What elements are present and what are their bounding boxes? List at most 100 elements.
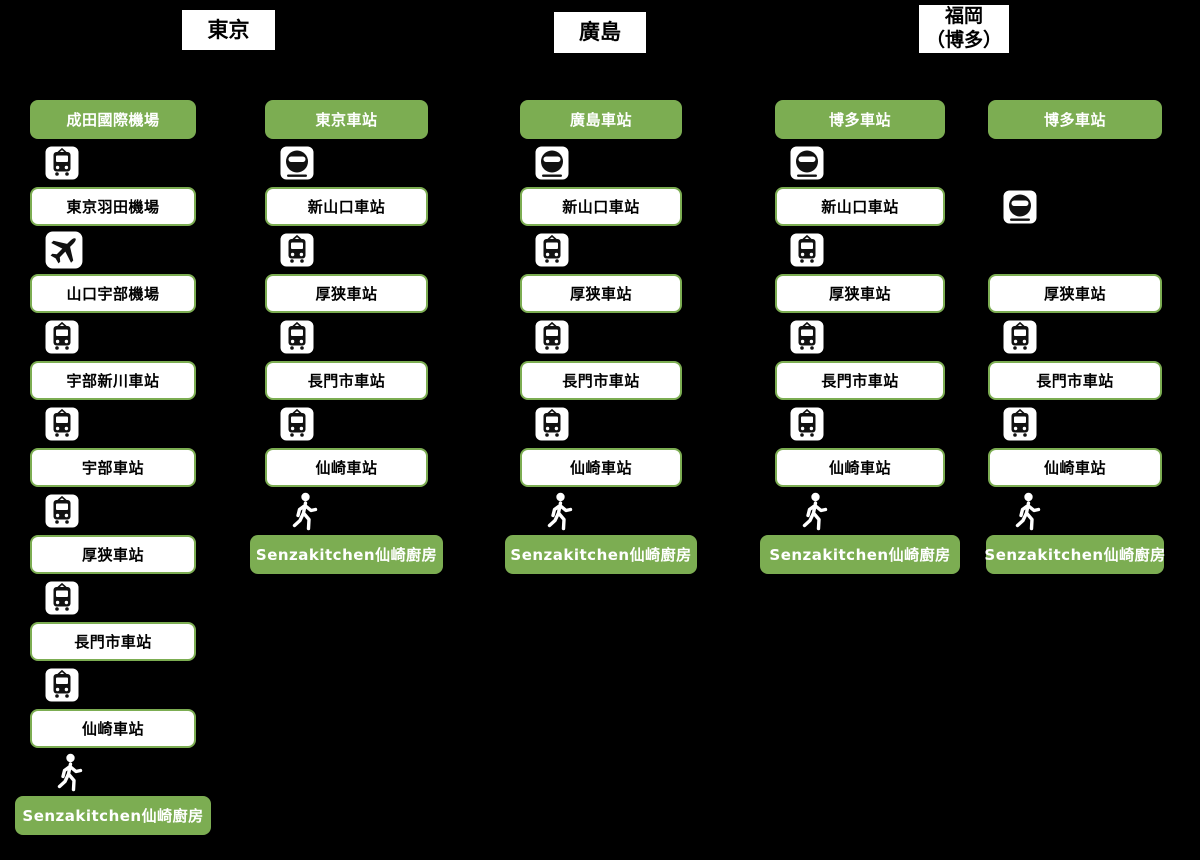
- connector-segment: [775, 400, 945, 448]
- connector-segment: [30, 748, 196, 796]
- connector-segment: [30, 226, 196, 274]
- destination-box: Senzakitchen仙崎廚房: [250, 535, 443, 574]
- connector-segment: [775, 226, 945, 274]
- train-icon: [280, 407, 314, 441]
- connector-segment: [265, 400, 428, 448]
- connector-segment: [30, 487, 196, 535]
- connector-segment: [775, 313, 945, 361]
- connector-segment: [30, 400, 196, 448]
- train-icon: [45, 320, 79, 354]
- station-box-label: 長門市車站: [1036, 372, 1114, 390]
- walk-icon: [288, 491, 320, 531]
- walk-icon: [53, 752, 85, 792]
- connector-segment: [520, 139, 682, 187]
- shinkansen-icon: [535, 146, 569, 180]
- route-column-hakata-via-shin-yamaguchi: 博多車站新山口車站厚狭車站長門市車站仙崎車站 Senzakitchen仙崎廚房: [760, 100, 960, 574]
- route-column-hiroshima-station: 廣島車站新山口車站厚狭車站長門市車站仙崎車站 Senzakitchen仙崎廚房: [505, 100, 697, 574]
- connector-segment: [520, 313, 682, 361]
- train-icon: [1003, 407, 1037, 441]
- station-box-label: 仙崎車站: [1043, 459, 1106, 477]
- origin-box: 廣島車站: [520, 100, 682, 139]
- station-box-label: 厚狭車站: [81, 546, 144, 564]
- station-box-label: 厚狭車站: [315, 285, 378, 303]
- destination-box: Senzakitchen仙崎廚房: [505, 535, 697, 574]
- station-box-label: 長門市車站: [74, 633, 152, 651]
- destination-box: Senzakitchen仙崎廚房: [760, 535, 960, 574]
- plane-icon: [45, 231, 83, 269]
- station-box: 厚狭車站: [520, 274, 682, 313]
- origin-box: 博多車站: [775, 100, 945, 139]
- train-icon: [535, 233, 569, 267]
- station-box-label: 新山口車站: [307, 198, 386, 216]
- station-box-label: 仙崎車站: [315, 459, 378, 477]
- train-icon: [1003, 320, 1037, 354]
- connector-segment: [988, 487, 1162, 535]
- station-box-label: 新山口車站: [562, 198, 640, 216]
- header-hiroshima: 廣島: [552, 10, 648, 55]
- connector-segment: [265, 487, 428, 535]
- walk-icon: [1011, 491, 1043, 531]
- station-box: 仙崎車站: [30, 709, 196, 748]
- shinkansen-icon: [1003, 190, 1037, 224]
- station-box-label: 長門市車站: [821, 372, 899, 390]
- connector-segment: [265, 139, 428, 187]
- station-box: 厚狭車站: [988, 274, 1162, 313]
- connector-segment: [775, 487, 945, 535]
- header-label: 廣島: [579, 20, 621, 45]
- station-box-label: 厚狭車站: [828, 285, 891, 303]
- station-box: 仙崎車站: [265, 448, 428, 487]
- walk-icon: [798, 491, 830, 531]
- station-box-label: 厚狭車站: [1043, 285, 1106, 303]
- station-box: 長門市車站: [520, 361, 682, 400]
- station-box-label: 長門市車站: [307, 372, 386, 390]
- walk-icon: [543, 491, 575, 531]
- origin-box: 博多車站: [988, 100, 1162, 139]
- connector-segment: [30, 313, 196, 361]
- connector-segment: [520, 226, 682, 274]
- station-box: 厚狭車站: [265, 274, 428, 313]
- station-box: 新山口車站: [775, 187, 945, 226]
- connector-segment: [988, 187, 1162, 226]
- origin-box-label: 東京車站: [315, 111, 378, 129]
- origin-box-label: 廣島車站: [569, 111, 632, 129]
- station-box: 仙崎車站: [775, 448, 945, 487]
- station-box: 厚狭車站: [30, 535, 196, 574]
- connector-segment: [520, 487, 682, 535]
- destination-box-label: Senzakitchen仙崎廚房: [22, 807, 204, 825]
- connector-segment: [988, 400, 1162, 448]
- connector-segment: [520, 400, 682, 448]
- route-column-tokyo-station-shinkansen: 東京車站新山口車站厚狭車站長門市車站仙崎車站 Senzakitchen仙崎廚房: [250, 100, 443, 574]
- train-icon: [790, 233, 824, 267]
- train-icon: [45, 494, 79, 528]
- train-icon: [790, 320, 824, 354]
- station-box: 長門市車站: [988, 361, 1162, 400]
- route-column-hakata-direct: 博多車站厚狭車站長門市車站仙崎車站 Senzakitchen仙崎廚房: [984, 100, 1165, 574]
- station-box-label: 厚狭車站: [569, 285, 632, 303]
- station-box-label: 仙崎車站: [81, 720, 144, 738]
- connector-segment: [30, 574, 196, 622]
- origin-box: 成田國際機場: [30, 100, 196, 139]
- header-tokyo: 東京: [180, 8, 277, 52]
- destination-box: Senzakitchen仙崎廚房: [984, 535, 1165, 574]
- train-icon: [45, 581, 79, 615]
- station-box: 厚狭車站: [775, 274, 945, 313]
- station-box-label: 宇部車站: [81, 459, 144, 477]
- header-label: 福岡: [944, 5, 983, 28]
- station-box-label: 仙崎車站: [569, 459, 632, 477]
- station-box: 新山口車站: [265, 187, 428, 226]
- station-box: 仙崎車站: [520, 448, 682, 487]
- shinkansen-icon: [280, 146, 314, 180]
- destination-box-label: Senzakitchen仙崎廚房: [769, 546, 951, 564]
- connector-segment: [988, 226, 1162, 274]
- header-label: 東京: [207, 17, 250, 42]
- destination-box: Senzakitchen仙崎廚房: [15, 796, 211, 835]
- station-box: 長門市車站: [775, 361, 945, 400]
- train-icon: [45, 407, 79, 441]
- station-box-label: 宇部新川車站: [66, 372, 160, 390]
- station-box: 山口宇部機場: [30, 274, 196, 313]
- origin-box: 東京車站: [265, 100, 428, 139]
- train-icon: [790, 407, 824, 441]
- destination-box-label: Senzakitchen仙崎廚房: [255, 546, 438, 564]
- station-box: 宇部新川車站: [30, 361, 196, 400]
- route-column-tokyo-via-narita-haneda: 成田國際機場東京羽田機場山口宇部機場宇部新川車站宇部車站厚狭車站長門市車站仙崎車…: [15, 100, 211, 835]
